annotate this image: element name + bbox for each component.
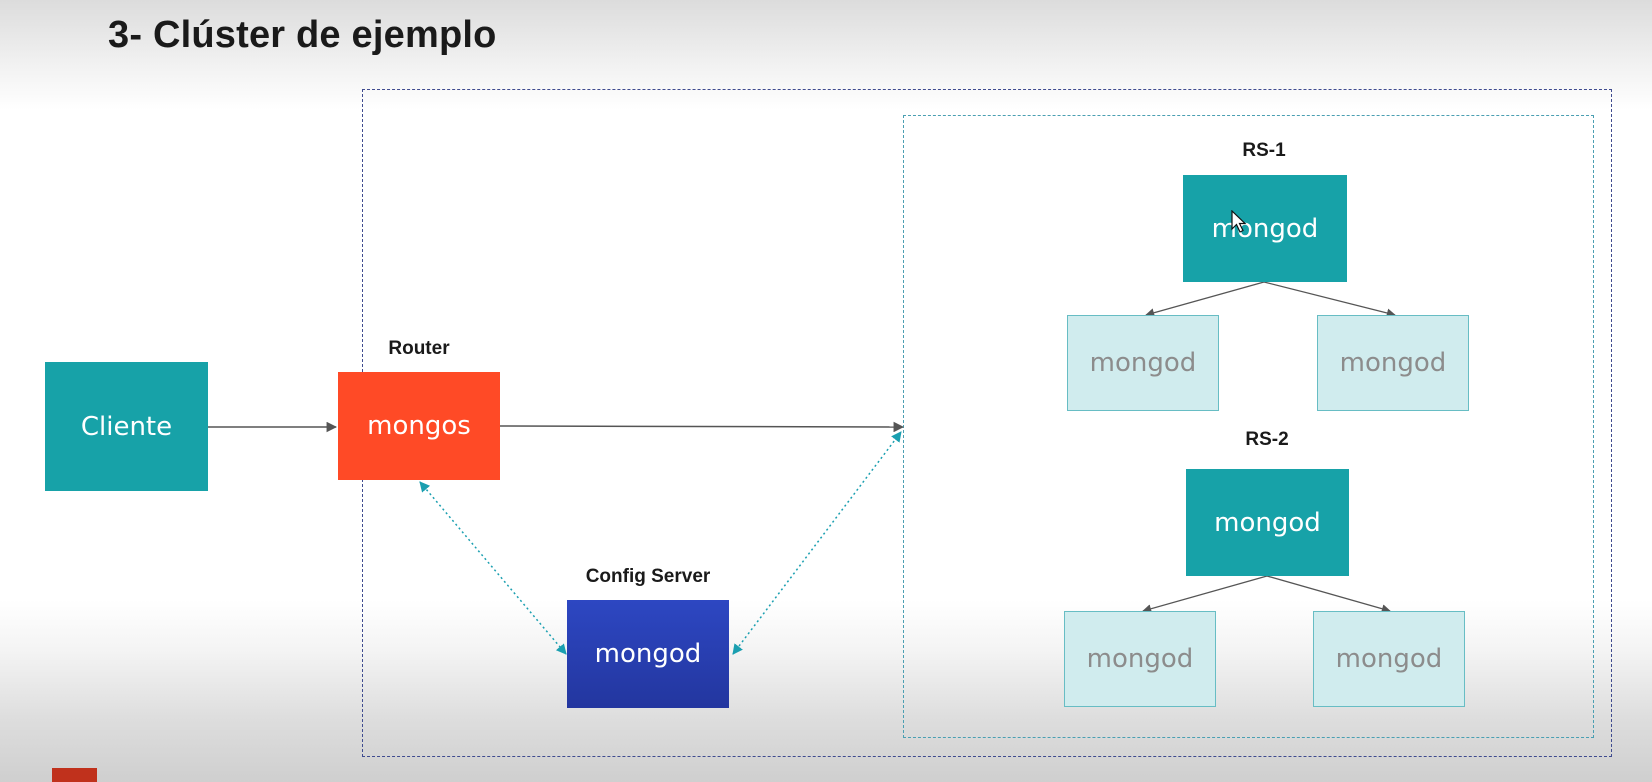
router-node: mongos (338, 372, 500, 480)
mouse-cursor-icon (1231, 210, 1247, 233)
rs2-label: RS-2 (1245, 429, 1289, 450)
rs2-right-arrow (1266, 575, 1391, 614)
slide-title: 3- Clúster de ejemplo (108, 14, 497, 56)
rs1-primary-node: mongod (1183, 175, 1347, 282)
rs2-left-arrow (1142, 575, 1268, 614)
rs2-primary-node: mongod (1186, 469, 1349, 576)
router-config-link (419, 481, 567, 655)
rs2-secondary-left-node: mongod (1064, 611, 1216, 707)
rs1-secondary-left-node: mongod (1067, 315, 1219, 411)
rs1-right-arrow (1263, 281, 1396, 318)
router-label: Router (388, 338, 450, 359)
config-shards-link (732, 431, 902, 655)
router-to-shards-arrow (499, 421, 905, 433)
rs1-secondary-right-node: mongod (1317, 315, 1469, 411)
client-node: Cliente (45, 362, 208, 491)
config-server-label: Config Server (585, 566, 711, 587)
rs1-left-arrow (1145, 281, 1265, 318)
brand-logo-corner (52, 768, 97, 782)
rs1-label: RS-1 (1242, 140, 1286, 161)
rs2-secondary-right-node: mongod (1313, 611, 1465, 707)
config-server-node: mongod (567, 600, 729, 708)
